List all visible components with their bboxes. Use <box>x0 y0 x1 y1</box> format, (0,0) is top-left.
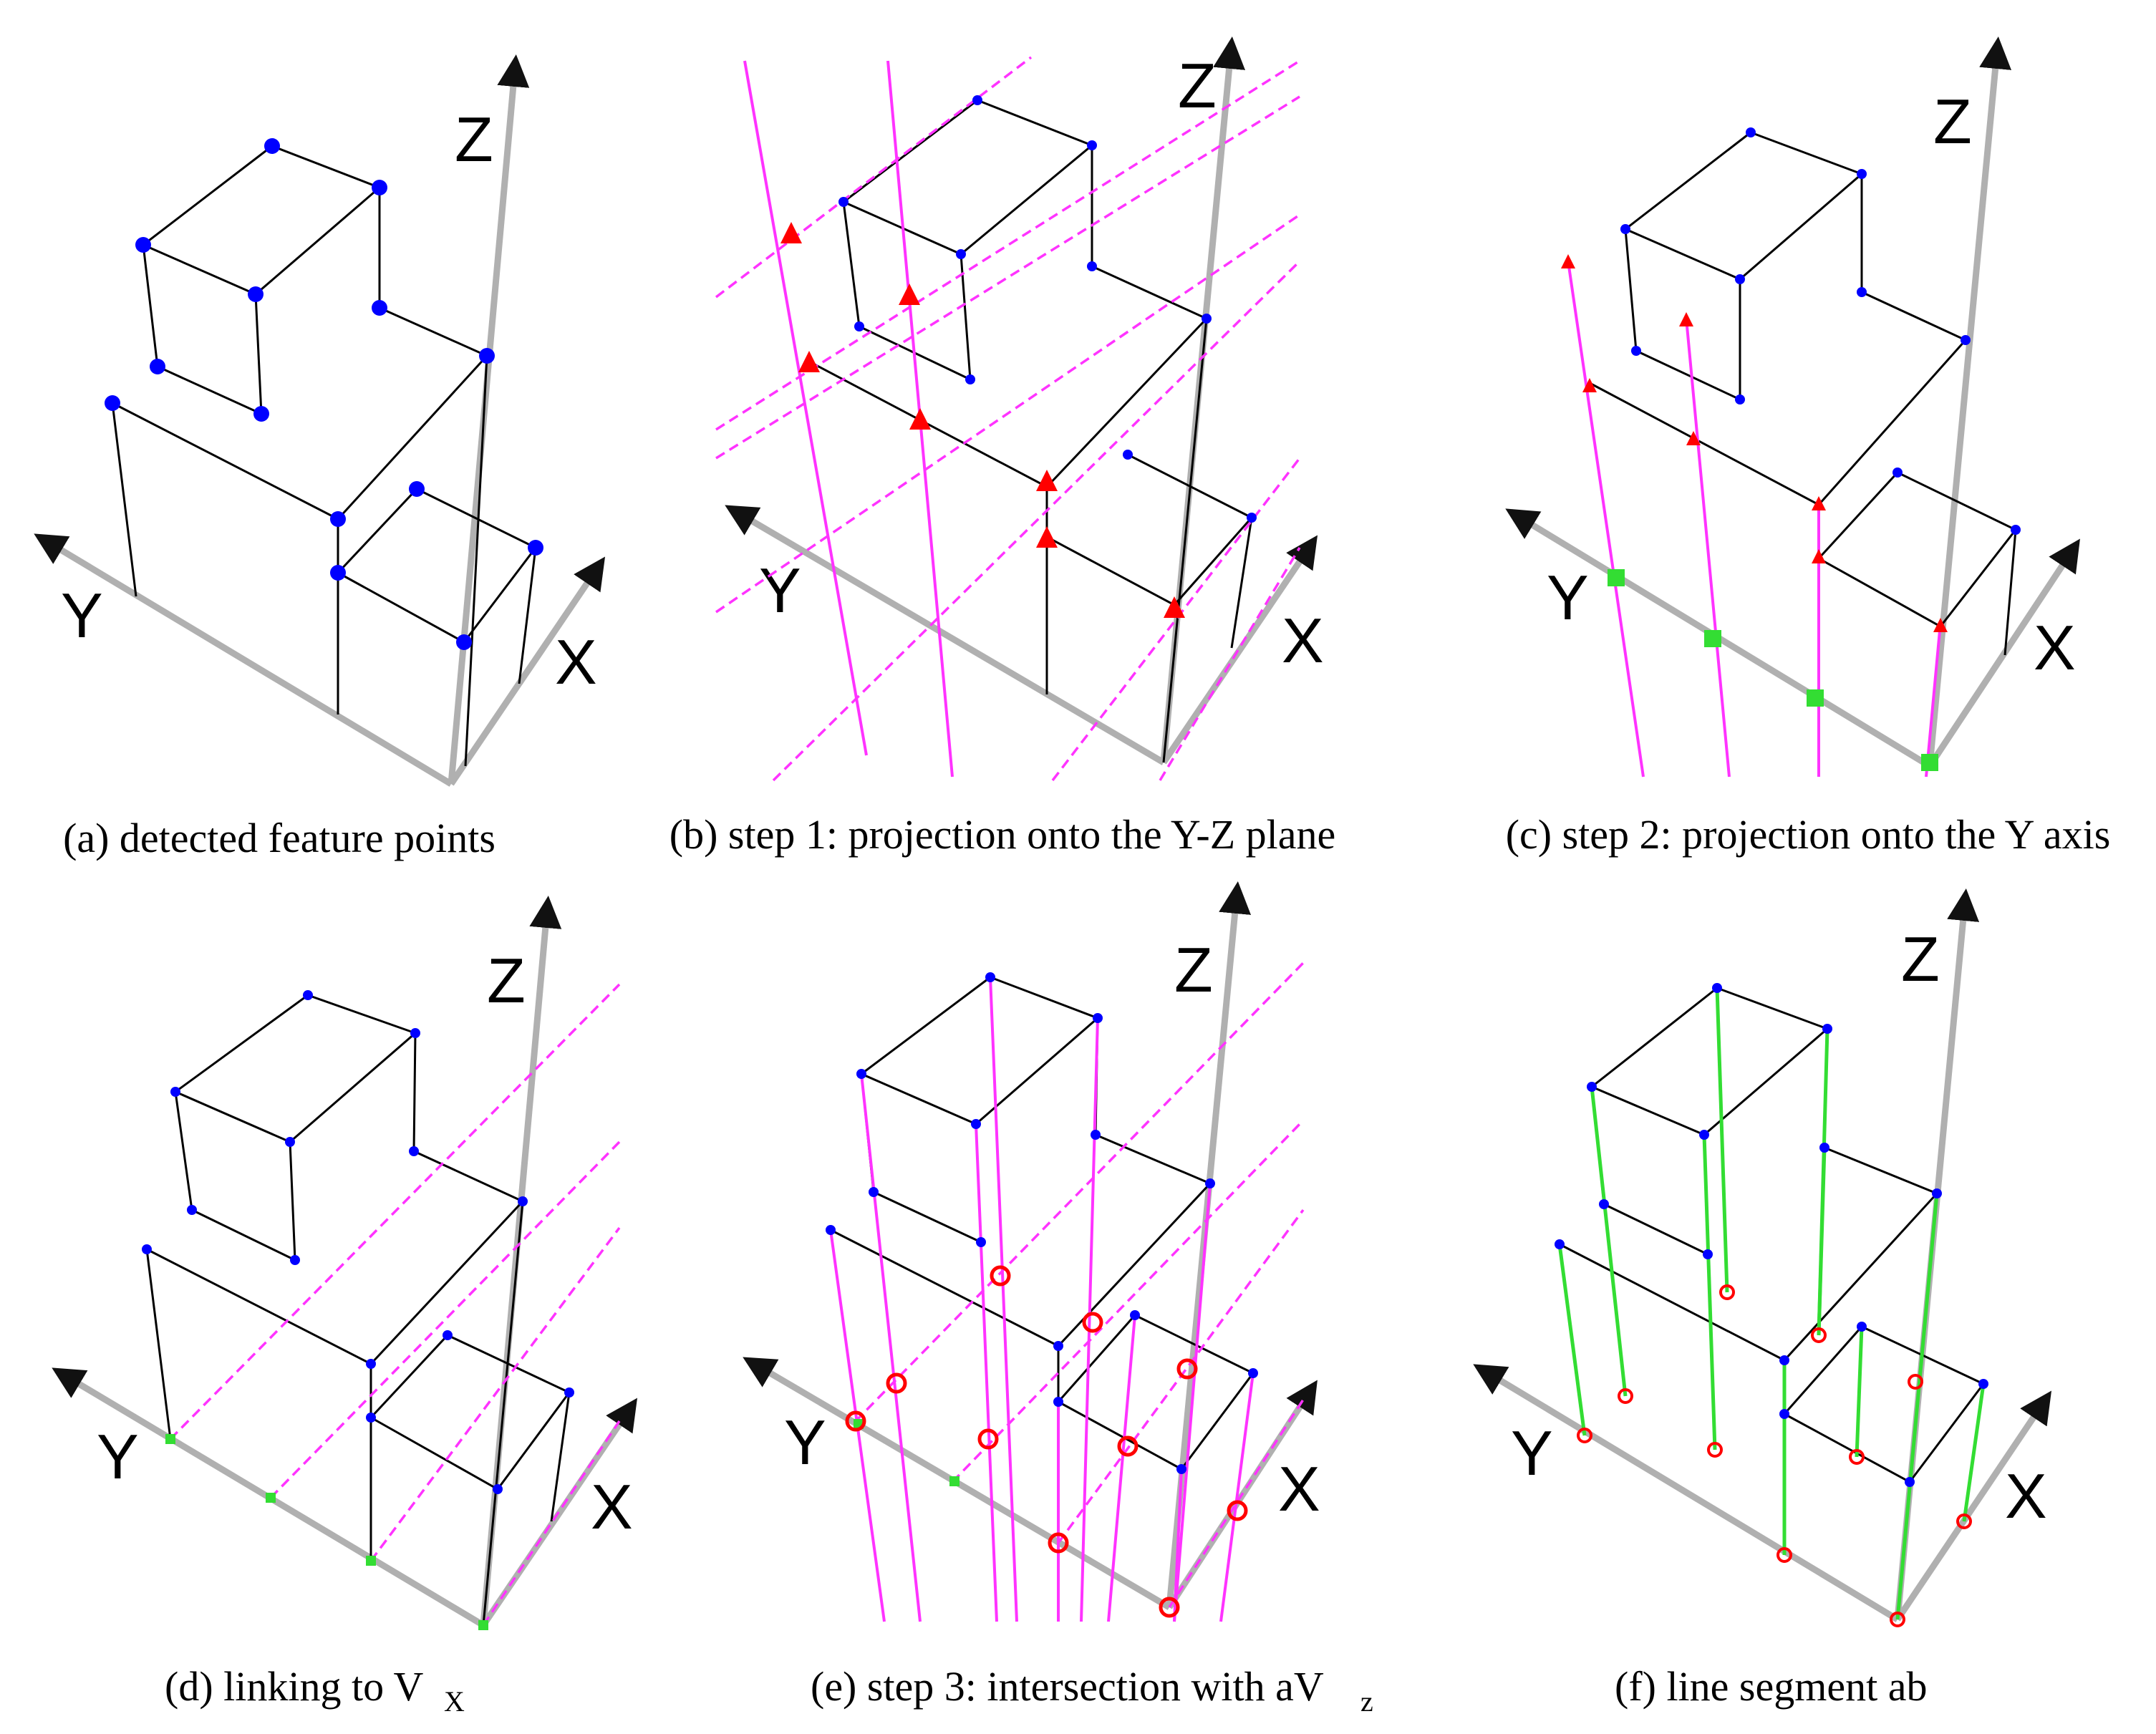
caption-c: (c) step 2: projection onto the Y axis <box>1506 811 2111 858</box>
panel-a: Z Y X (a) detected feature points <box>34 54 606 861</box>
x-axis-label: X <box>591 1471 633 1542</box>
panel-f: Z Y X <box>1473 888 2052 1710</box>
caption-e-sub: z <box>1360 1685 1373 1718</box>
feature-points <box>105 138 543 650</box>
object-edges <box>111 145 538 767</box>
projection-lines <box>715 56 1301 782</box>
endpoint-circles <box>1577 1284 1972 1627</box>
z-axis-label: Z <box>1901 924 1940 994</box>
feature-points <box>142 990 574 1494</box>
feature-points <box>826 972 1258 1474</box>
x-axis <box>1895 1390 2052 1622</box>
panel-c: Z Y X <box>1505 37 2111 858</box>
y-axis-label: Y <box>759 555 801 626</box>
feature-points <box>838 95 1257 523</box>
y-axis-label: Y <box>784 1407 826 1478</box>
x-axis <box>1927 538 2080 768</box>
x-axis-label: X <box>1282 605 1324 676</box>
z-axis-label: Z <box>455 104 493 175</box>
z-axis-label: Z <box>1933 86 1972 157</box>
panel-d: Z Y X <box>52 896 638 1718</box>
intersection-circles <box>845 1265 1248 1618</box>
green-segments <box>1557 987 1986 1620</box>
y-axis-label: Y <box>1547 562 1589 633</box>
x-axis-label: X <box>2034 612 2076 683</box>
projection-lines <box>829 962 1305 1622</box>
caption-a: (a) detected feature points <box>63 815 496 861</box>
z-axis-label: Z <box>1174 934 1213 1005</box>
triangle-markers <box>1561 254 1948 632</box>
y-axis-label: Y <box>61 580 103 651</box>
axis-points <box>165 1434 488 1630</box>
x-axis-label: X <box>1278 1453 1320 1524</box>
object-edges <box>1589 131 2018 656</box>
y-axis <box>1473 1364 1900 1622</box>
object-edges <box>808 99 1254 763</box>
z-axis <box>1926 37 2012 767</box>
caption-b: (b) step 1: projection onto the Y-Z plan… <box>669 811 1335 858</box>
y-axis <box>725 505 1166 765</box>
triangle-markers <box>780 222 1185 618</box>
y-axis-label: Y <box>1511 1418 1553 1488</box>
caption-d: (d) linking to V <box>165 1663 424 1710</box>
x-axis-label: X <box>555 626 597 697</box>
x-axis <box>448 556 606 786</box>
y-axis <box>34 533 453 787</box>
object-edges <box>145 994 571 1626</box>
panel-b: Z Y X <box>669 37 1335 858</box>
projection-lines <box>1567 261 1942 778</box>
x-axis-label: X <box>2005 1461 2047 1531</box>
caption-f: (f) line segment ab <box>1615 1663 1927 1710</box>
caption-e: (e) step 3: intersection with aV <box>811 1663 1324 1710</box>
feature-points <box>1620 127 2021 535</box>
axis-points <box>1608 569 1938 771</box>
panel-e: Z Y X <box>743 881 1373 1718</box>
z-axis-label: Z <box>487 945 526 1016</box>
feature-points <box>1555 983 1988 1487</box>
projection-lines <box>169 983 621 1626</box>
caption-d-sub: X <box>444 1685 465 1718</box>
z-axis-label: Z <box>1178 50 1217 121</box>
y-axis-label: Y <box>97 1421 139 1492</box>
